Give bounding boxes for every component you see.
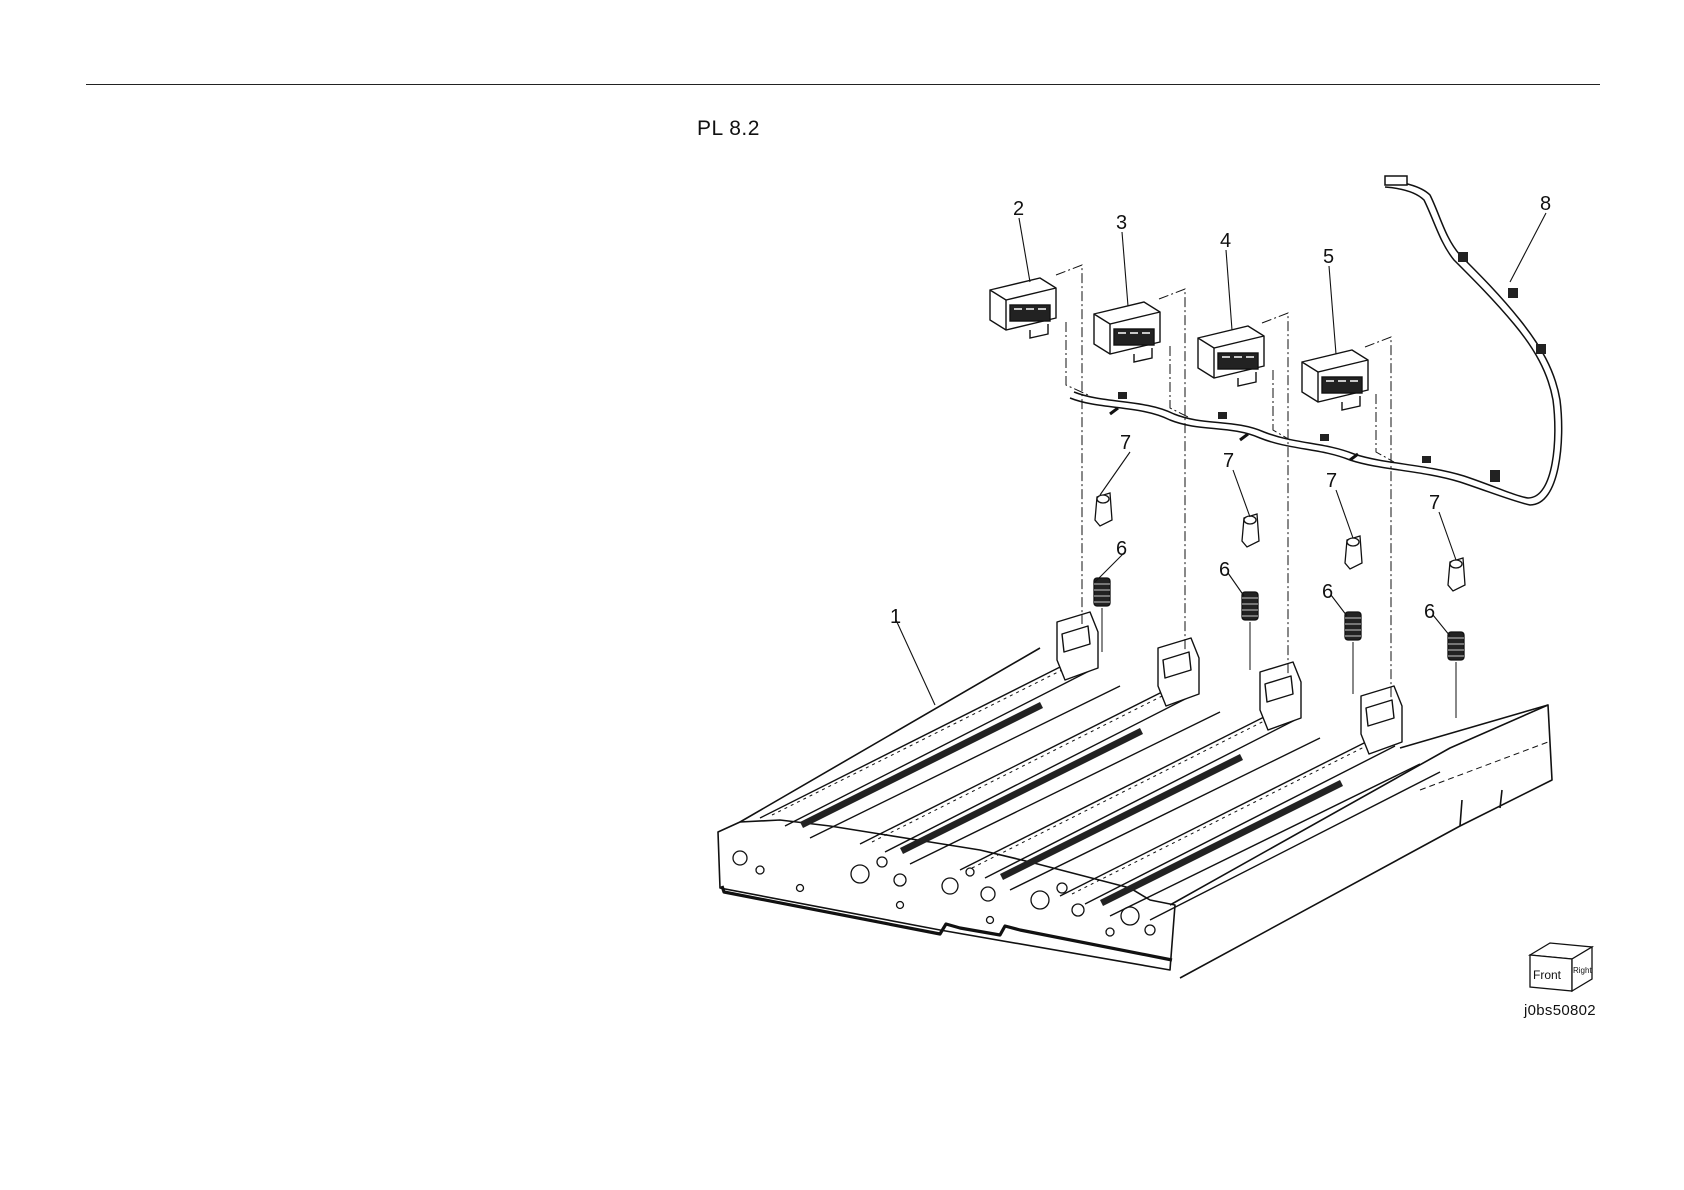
- callout-3: 3: [1116, 212, 1127, 234]
- callout-6b: 6: [1219, 559, 1230, 581]
- orientation-cube-icon: Front Right: [1526, 937, 1596, 997]
- callout-5: 5: [1323, 246, 1334, 268]
- callout-6c: 6: [1322, 581, 1333, 603]
- callout-8: 8: [1540, 193, 1551, 215]
- callout-7a: 7: [1120, 432, 1131, 454]
- orientation-front-label: Front: [1533, 968, 1562, 982]
- callout-7b: 7: [1223, 450, 1234, 472]
- callout-1: 1: [890, 606, 901, 628]
- callout-2: 2: [1013, 198, 1024, 220]
- connector-3: [1094, 302, 1160, 362]
- base-frame: [718, 612, 1552, 978]
- orientation-right-label: Right: [1573, 966, 1592, 975]
- callout-7c: 7: [1326, 470, 1337, 492]
- connector-5: [1302, 350, 1368, 410]
- callout-leaders: [896, 213, 1546, 705]
- callout-6a: 6: [1116, 538, 1127, 560]
- connector-4: [1198, 326, 1264, 386]
- figure-id: j0bs50802: [1524, 1002, 1596, 1019]
- connector-2: [990, 278, 1056, 338]
- callout-4: 4: [1220, 230, 1231, 252]
- callout-6d: 6: [1424, 601, 1435, 623]
- callout-7d: 7: [1429, 492, 1440, 514]
